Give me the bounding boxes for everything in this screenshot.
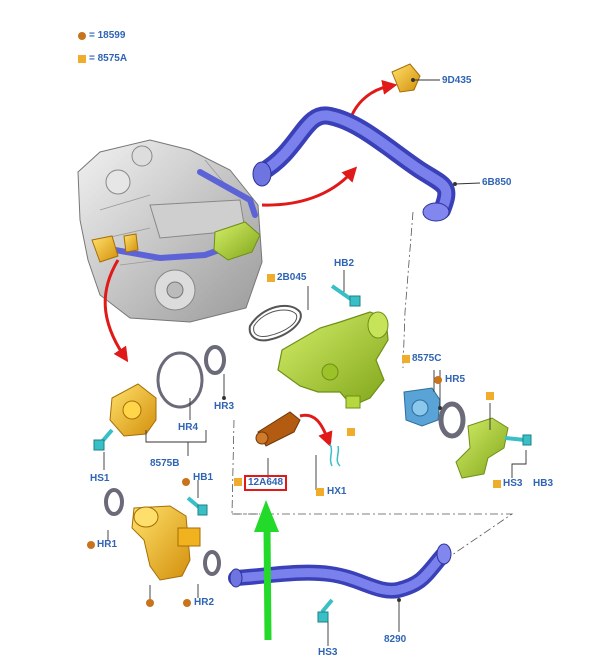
label-hr4: HR4 [178, 422, 199, 433]
label-hr5: HR5 [445, 374, 466, 385]
legend-circle-marker [78, 32, 86, 40]
label-hb3: HB3 [533, 478, 554, 489]
legend-square-text: = 8575A [89, 53, 128, 64]
marker-square [234, 478, 242, 486]
label-8290: 8290 [384, 634, 407, 645]
marker-square [316, 488, 324, 496]
marker-circle [183, 599, 191, 607]
label-6b850: 6B850 [482, 177, 512, 188]
legend-square-marker [78, 55, 86, 63]
label-hs1: HS1 [90, 473, 110, 484]
clip-icon [391, 63, 421, 93]
label-hb1: HB1 [193, 472, 214, 483]
gasket-icon [248, 304, 302, 342]
marker-square [486, 392, 494, 400]
label-hr2: HR2 [194, 597, 215, 608]
legend-circle-text: = 18599 [89, 30, 126, 41]
label-8575b: 8575B [150, 458, 180, 469]
label-hx1: HX1 [327, 486, 347, 497]
lower-hose-8290 [228, 543, 452, 623]
water-outlet-8575b [93, 345, 226, 451]
label-hs3: HS3 [503, 478, 523, 489]
marker-square [493, 480, 501, 488]
sensor-icon [255, 411, 341, 467]
engine-block-icon [77, 139, 263, 323]
upper-hose-6b850 [252, 106, 456, 222]
label-8575c: 8575C [412, 353, 442, 364]
marker-circle [182, 478, 190, 486]
label-hr1: HR1 [97, 539, 118, 550]
label-12a648-highlighted: 12A648 [244, 475, 288, 491]
marker-square [267, 274, 275, 282]
label-9d435: 9D435 [442, 75, 472, 86]
water-pump-icon [403, 387, 441, 427]
guide-lines [231, 211, 514, 556]
marker-square [402, 355, 410, 363]
label-hr3: HR3 [214, 401, 235, 412]
marker-circle [146, 599, 154, 607]
thermostat-housing-icon [277, 311, 389, 409]
marker-square [347, 428, 355, 436]
green-arrow-icon [254, 500, 279, 641]
label-2b045: 2B045 [277, 272, 307, 283]
lower-fitting-icon [104, 488, 221, 581]
label-hb2: HB2 [334, 258, 355, 269]
label-hs3-bottom: HS3 [318, 647, 338, 658]
marker-circle [434, 376, 442, 384]
bolt-icon [330, 284, 361, 307]
elbow-pipe-icon [455, 417, 532, 479]
marker-circle [87, 541, 95, 549]
o-ring-icon [438, 401, 466, 439]
